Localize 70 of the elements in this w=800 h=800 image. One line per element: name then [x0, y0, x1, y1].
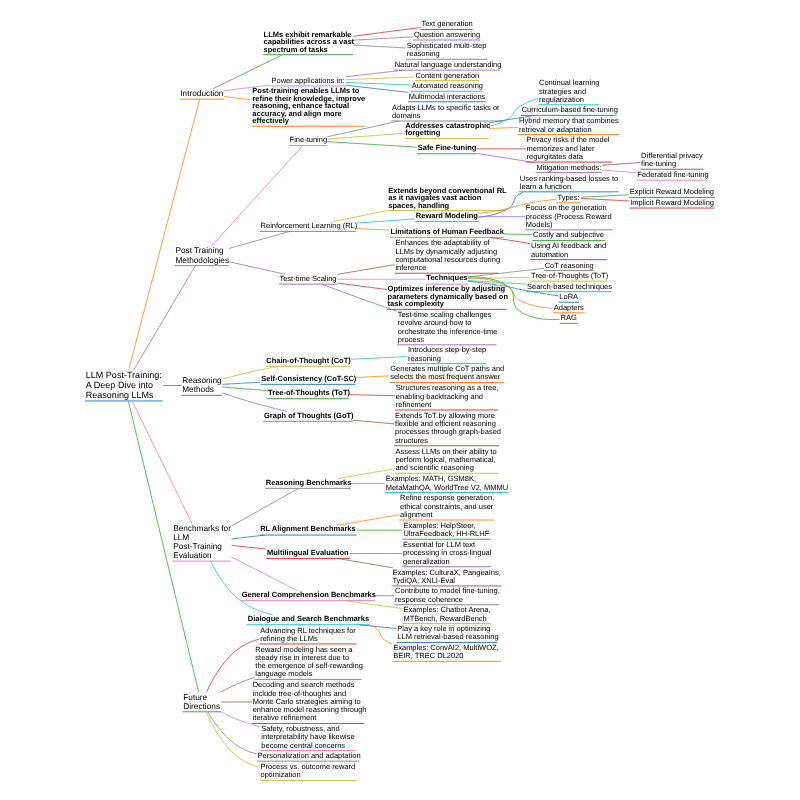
connector: [350, 356, 408, 360]
connector: [374, 595, 395, 597]
connector: [228, 261, 286, 275]
connector: [213, 54, 283, 89]
connector: [344, 600, 403, 609]
connector: [580, 194, 630, 198]
connector: [162, 385, 182, 386]
connector: [337, 264, 395, 275]
connector: [476, 153, 537, 164]
connector: [128, 98, 201, 371]
connector: [358, 624, 397, 629]
connector: [219, 676, 255, 693]
connector: [368, 624, 393, 645]
connector: [352, 44, 407, 49]
connector: [133, 265, 196, 371]
connector: [221, 381, 261, 385]
connector: [503, 233, 533, 235]
connector: [348, 394, 396, 397]
connector: [356, 228, 391, 231]
connector: [221, 365, 279, 380]
connector: [221, 392, 287, 412]
connector: [489, 237, 531, 244]
connector: [467, 280, 559, 297]
connector: [321, 283, 398, 312]
connector: [601, 162, 641, 166]
connector: [349, 553, 403, 554]
connector: [131, 400, 193, 524]
connector: [207, 711, 258, 755]
connector: [228, 231, 291, 249]
connector: [231, 556, 298, 592]
connector: [231, 534, 265, 540]
connector: [337, 278, 426, 280]
connector: [327, 120, 400, 138]
connector: [231, 488, 299, 527]
connector: [467, 280, 527, 285]
connector: [127, 400, 199, 693]
connector: [350, 483, 386, 484]
connector: [601, 169, 637, 174]
connector: [478, 191, 524, 218]
connector: [356, 218, 416, 224]
connector: [326, 141, 418, 148]
connector: [205, 711, 260, 768]
connector: [352, 36, 414, 41]
connector: [478, 216, 526, 218]
connector: [355, 375, 390, 378]
connector: [337, 468, 395, 479]
connector: [352, 419, 395, 425]
connector: [353, 27, 422, 37]
connector: [337, 558, 394, 569]
connector: [220, 711, 261, 728]
connector: [206, 638, 260, 693]
connector: [488, 127, 519, 129]
connector: [337, 282, 388, 290]
connector: [221, 386, 268, 391]
connector: [580, 198, 630, 202]
connector: [210, 560, 274, 616]
connector: [211, 145, 304, 247]
connector: [223, 84, 271, 92]
connector: [488, 97, 539, 127]
connector: [345, 84, 409, 93]
connector: [478, 198, 558, 214]
connector: [345, 76, 415, 80]
connector: [223, 96, 252, 101]
connector: [488, 114, 536, 124]
connector: [345, 82, 412, 86]
connector: [337, 514, 400, 526]
connector: [326, 132, 405, 140]
connector: [332, 210, 388, 222]
connector: [345, 69, 404, 78]
connector: [231, 544, 267, 550]
